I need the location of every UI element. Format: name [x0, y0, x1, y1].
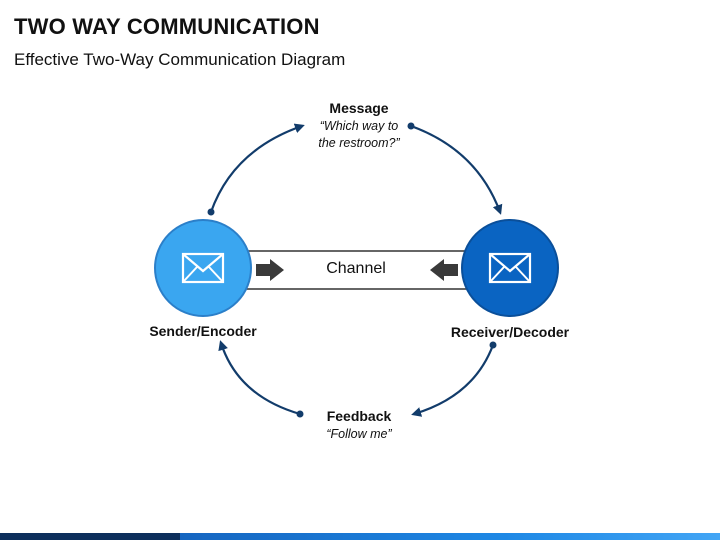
footer-bar — [0, 533, 720, 540]
feedback-quote: “Follow me” — [326, 427, 392, 441]
message-quote: “Which way to the restroom?” — [290, 118, 428, 152]
channel-label: Channel — [326, 260, 386, 277]
message-label: Message — [329, 100, 389, 116]
receiver-node — [461, 219, 559, 317]
sender-label: Sender/Encoder — [149, 323, 257, 339]
footer-bar-light — [180, 533, 720, 540]
right-arrow-icon — [256, 259, 284, 281]
footer-bar-dark — [0, 533, 180, 540]
arc-sender-to-message — [207, 123, 305, 216]
page-subtitle: Effective Two-Way Communication Diagram — [14, 50, 346, 69]
envelope-icon — [181, 252, 225, 284]
left-arrow-icon — [430, 259, 458, 281]
receiver-label: Receiver/Decoder — [450, 324, 570, 340]
arc-feedback-to-sender — [218, 340, 304, 418]
message-quote-line1: “Which way to — [319, 119, 399, 133]
arc-receiver-to-feedback — [411, 341, 497, 417]
channel-band — [245, 250, 470, 290]
arc-message-to-receiver — [407, 122, 503, 215]
message-quote-line2: the restroom?” — [318, 136, 400, 150]
sender-node — [154, 219, 252, 317]
page-title: TWO WAY COMMUNICATION — [14, 14, 320, 39]
envelope-icon — [488, 252, 532, 284]
feedback-label: Feedback — [326, 408, 392, 424]
